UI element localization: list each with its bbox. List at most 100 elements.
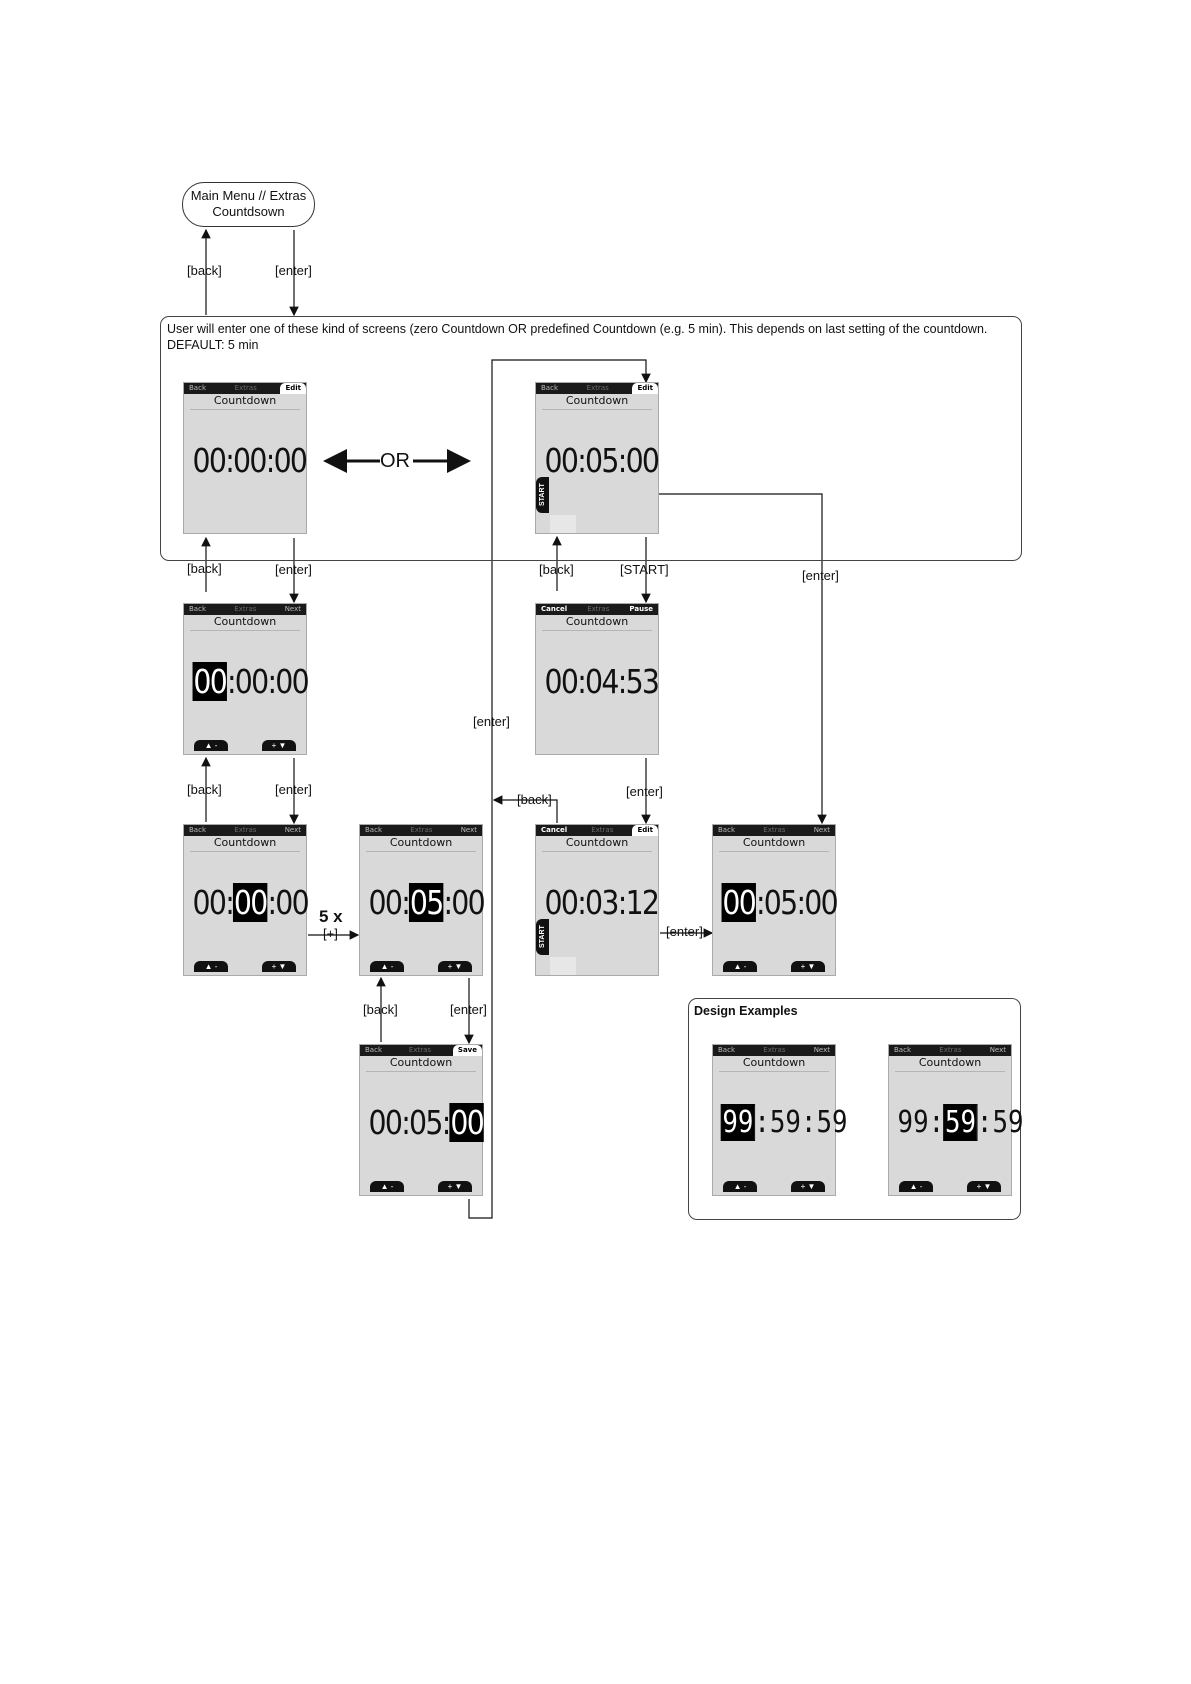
selected-field: 00 [192, 662, 228, 701]
start-node-main-menu[interactable]: Main Menu // Extras Countdsown [182, 182, 315, 227]
screen-title: Countdown [389, 1056, 453, 1069]
design-examples-box [688, 998, 1021, 1220]
label-plus: [+] [323, 926, 338, 941]
softkey-extras: Extras [587, 605, 610, 613]
label-back-s2: [back] [539, 562, 574, 577]
plus-button: + ▼ [967, 1181, 1001, 1192]
selected-field: 59 [943, 1104, 978, 1141]
softkey-extras: Extras [234, 826, 257, 834]
selected-field: 00 [449, 1103, 485, 1142]
softkey-back[interactable]: Back [365, 1046, 382, 1054]
entry-screens-group [160, 316, 1022, 561]
plus-button[interactable]: + ▼ [438, 1181, 472, 1192]
screen-edit-hours-five[interactable]: Back Extras Next Countdown 00:05:00 ▲ - + … [712, 824, 839, 976]
softkey-back: Back [718, 1046, 735, 1054]
label-back-s3: [back] [187, 782, 222, 797]
countdown-time: 99:59:59 [720, 1104, 848, 1141]
start-side-button[interactable]: START [536, 477, 549, 513]
screen-title: Countdown [742, 1056, 806, 1069]
minus-button[interactable]: ▲ - [194, 740, 228, 751]
label-back-s1: [back] [187, 561, 222, 576]
label-back-s7: [back] [517, 792, 552, 807]
softkey-back[interactable]: Back [189, 826, 206, 834]
minus-button[interactable]: ▲ - [194, 961, 228, 972]
selected-field: 99 [720, 1104, 756, 1141]
minus-button: ▲ - [899, 1181, 933, 1192]
softkey-extras: Extras [234, 384, 257, 392]
softkey-cancel[interactable]: Cancel [541, 605, 568, 613]
minus-button: ▲ - [723, 1181, 757, 1192]
label-enter-s3: [enter] [275, 782, 312, 797]
screen-title: Countdown [565, 836, 629, 849]
softkey-back[interactable]: Back [541, 384, 558, 392]
softkey-back[interactable]: Back [189, 384, 206, 392]
softkey-edit[interactable]: Edit [632, 825, 658, 836]
plus-button[interactable]: + ▼ [438, 961, 472, 972]
start-side-button[interactable]: START [536, 919, 549, 955]
label-enter-s4: [enter] [626, 784, 663, 799]
softkey-extras: Extras [763, 1046, 786, 1054]
label-five-times: 5 x [319, 907, 343, 926]
plus-button[interactable]: + ▼ [791, 961, 825, 972]
softkey-pause[interactable]: Pause [629, 605, 653, 613]
label-enter-s6: [enter] [450, 1002, 487, 1017]
softkey-next[interactable]: Next [460, 826, 477, 834]
minus-button[interactable]: ▲ - [370, 1181, 404, 1192]
label-back-start: [back] [187, 263, 222, 278]
screen-edit-seconds[interactable]: Back Extras Save Countdown 00:05:00 ▲ - + … [359, 1044, 485, 1196]
or-label: OR [380, 450, 410, 472]
softkey-back[interactable]: Back [189, 605, 206, 613]
softkey-extras: Extras [234, 605, 257, 613]
softkey-extras: Extras [939, 1046, 962, 1054]
softkey-back[interactable]: Back [365, 826, 382, 834]
label-enter-loop: [enter] [473, 714, 510, 729]
softkey-back[interactable]: Back [718, 826, 735, 834]
entry-note: User will enter one of these kind of scr… [167, 321, 1007, 353]
softkey-edit[interactable]: Edit [280, 383, 306, 394]
countdown-time: 00:00:00 [192, 441, 308, 480]
softkey-back: Back [894, 1046, 911, 1054]
countdown-time: 00:00:00 [192, 662, 310, 701]
design-example-1: Back Extras Next Countdown 99:59:59 ▲ - + … [712, 1044, 848, 1196]
softkey-extras: Extras [410, 826, 433, 834]
countdown-time: 00:05:00 [544, 441, 660, 480]
plus-button[interactable]: + ▼ [262, 740, 296, 751]
minus-button[interactable]: ▲ - [723, 961, 757, 972]
softkey-edit[interactable]: Edit [632, 383, 658, 394]
countdown-time: 00:03:12 [544, 883, 660, 922]
label-enter-s7: [enter] [666, 924, 703, 939]
selected-field: 05 [409, 883, 444, 922]
label-enter-s2-long: [enter] [802, 568, 839, 583]
softkey-extras: Extras [763, 826, 786, 834]
countdown-time: 00:05:00 [368, 1103, 485, 1142]
minus-button[interactable]: ▲ - [370, 961, 404, 972]
softkey-save[interactable]: Save [452, 1045, 482, 1056]
countdown-time: 00:05:00 [368, 883, 486, 922]
softkey-next[interactable]: Next [284, 826, 301, 834]
screen-title: Countdown [213, 836, 277, 849]
softkey-cancel[interactable]: Cancel [541, 826, 568, 834]
screen-title: Countdown [565, 615, 629, 628]
start-node-line1: Main Menu // Extras [190, 188, 307, 203]
screen-title: Countdown [565, 394, 629, 407]
plus-button[interactable]: + ▼ [262, 961, 296, 972]
selected-field: 00 [721, 883, 757, 922]
label-back-s6: [back] [363, 1002, 398, 1017]
screen-title: Countdown [742, 836, 806, 849]
softkey-next[interactable]: Next [813, 826, 830, 834]
softkey-extras: Extras [408, 1046, 432, 1054]
countdown-time: 00:05:00 [721, 883, 839, 922]
label-start-s2: [START] [620, 562, 669, 577]
softkey-next[interactable]: Next [284, 605, 301, 613]
softkey-next: Next [813, 1046, 830, 1054]
plus-button: + ▼ [791, 1181, 825, 1192]
entry-note-line2: DEFAULT: 5 min [167, 338, 259, 352]
